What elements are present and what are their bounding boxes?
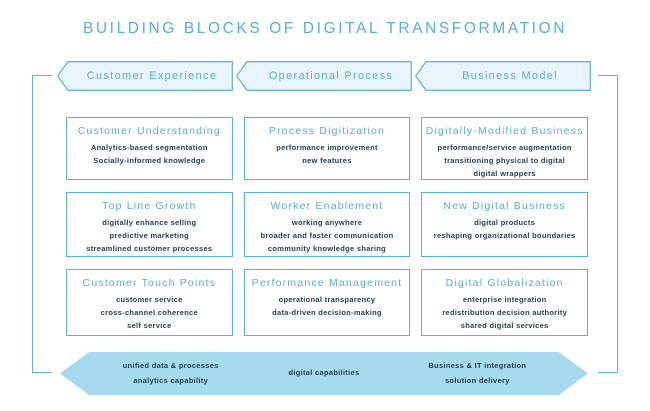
block-top-line-growth: Top Line Growth digitally enhance sellin…	[66, 192, 233, 257]
block-title: New Digital Business	[443, 200, 566, 212]
right-bracket	[598, 75, 618, 373]
pillar-label: Business Model	[462, 70, 558, 82]
block-process-digitization: Process Digitization performance improve…	[243, 117, 411, 180]
pillar-customer-experience: Customer Experience	[57, 61, 233, 91]
block-item: transitioning physical to digital	[444, 156, 566, 166]
chevron-left-arrow-icon	[57, 61, 233, 91]
block-item: digital products	[474, 218, 536, 227]
block-title: Digitally-Modified Business	[425, 125, 584, 137]
block-customer-touch-points: Customer Touch Points customer service c…	[66, 269, 233, 336]
left-bracket	[32, 75, 52, 373]
block-item: digitally enhance selling	[102, 218, 197, 227]
block-title: Worker Enablement	[270, 200, 384, 212]
block-title: Customer Touch Points	[82, 277, 217, 289]
block-item: self service	[127, 321, 172, 331]
pillar-label: Customer Experience	[86, 70, 218, 82]
diagram-title: BUILDING BLOCKS OF DIGITAL TRANSFORMATIO…	[82, 20, 568, 37]
block-item: reshaping organizational boundaries	[433, 231, 576, 241]
block-title: Customer Understanding	[77, 125, 221, 137]
block-item: enterprise integration	[462, 295, 547, 304]
pillar-header-row: Customer Experience Operational Process …	[57, 61, 591, 91]
block-item: digital wrappers	[473, 169, 536, 179]
block-item: performance/service augmentation	[437, 143, 572, 152]
pillar-operational-process: Operational Process	[236, 61, 412, 91]
pillar-business-model: Business Model	[415, 61, 591, 91]
foundation-item: unified data & processes	[122, 361, 219, 371]
block-item: cross-channel coherence	[100, 308, 198, 318]
block-title: Digital Globalization	[445, 277, 564, 289]
foundation-group-right: Business & IT integration solution deliv…	[401, 359, 554, 388]
block-digitally-modified-business: Digitally-Modified Business performance/…	[421, 117, 588, 180]
block-item: redistribution decision authority	[442, 308, 568, 318]
block-title: Process Digitization	[268, 125, 386, 137]
foundation-group-center: digital capabilities	[247, 366, 400, 380]
block-title: Performance Management	[251, 277, 403, 289]
foundation-item: solution delivery	[444, 375, 510, 385]
foundation-item: Business & IT integration	[428, 361, 527, 371]
blocks-grid: Customer Understanding Analytics-based s…	[66, 117, 588, 336]
block-item: Socially-informed knowledge	[93, 156, 206, 166]
block-item: broader and faster communication	[260, 231, 394, 241]
block-item: operational transparency	[278, 295, 376, 304]
block-item: shared digital services	[460, 321, 549, 331]
pillar-label: Operational Process	[268, 70, 394, 82]
block-item: predictive marketing	[109, 231, 189, 241]
foundation-banner: unified data & processes analytics capab…	[60, 352, 588, 395]
block-item: community knowledge sharing	[267, 244, 387, 254]
block-title: Top Line Growth	[102, 200, 197, 212]
chevron-left-arrow-icon	[415, 61, 591, 91]
block-item: streamlined customer processes	[86, 244, 213, 254]
foundation-item: analytics capability	[133, 375, 209, 385]
block-item: new features	[302, 156, 352, 166]
block-item: performance improvement	[276, 143, 378, 152]
chevron-left-arrow-icon	[236, 61, 412, 91]
block-new-digital-business: New Digital Business digital products re…	[421, 192, 588, 257]
block-item: data-driven decision-making	[272, 308, 382, 318]
block-performance-management: Performance Management operational trans…	[243, 269, 411, 336]
foundation-item: digital capabilities	[288, 368, 360, 378]
block-item: Analytics-based segmentation	[90, 143, 208, 152]
block-item: working anywhere	[291, 218, 363, 227]
block-digital-globalization: Digital Globalization enterprise integra…	[421, 269, 588, 336]
foundation-group-left: unified data & processes analytics capab…	[94, 359, 247, 388]
block-worker-enablement: Worker Enablement working anywhere broad…	[243, 192, 411, 257]
block-customer-understanding: Customer Understanding Analytics-based s…	[66, 117, 233, 180]
block-item: customer service	[116, 295, 183, 304]
